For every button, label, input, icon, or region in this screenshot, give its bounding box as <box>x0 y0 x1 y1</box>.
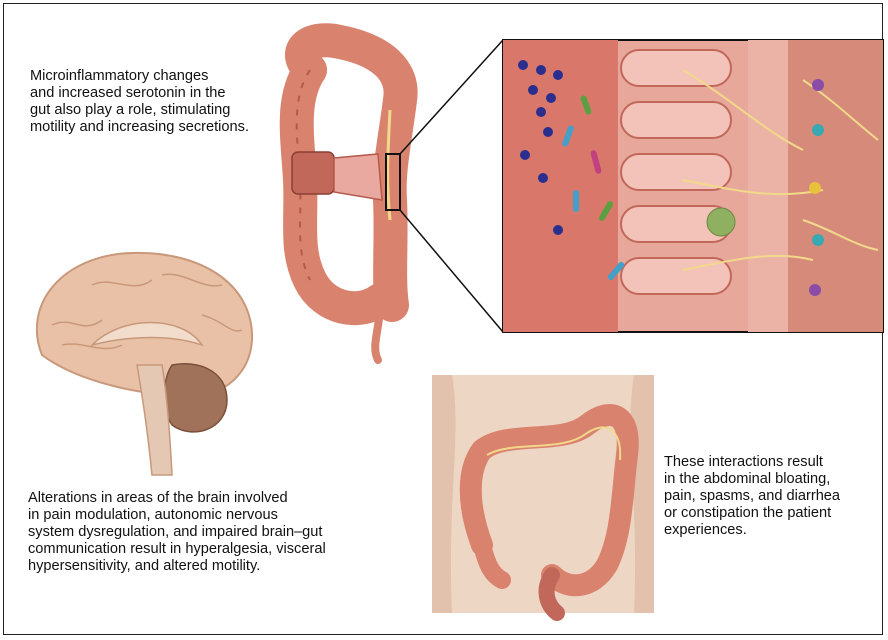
microscopic-gut-wall <box>503 40 883 332</box>
brain-caption: Alterations in areas of the brain involv… <box>28 490 408 575</box>
torso-illustration <box>432 375 654 613</box>
gut-caption: Microinflammatory changes and increased … <box>30 68 280 136</box>
brain-illustration <box>22 245 262 480</box>
patient-caption: These interactions result in the abdomin… <box>664 454 874 539</box>
